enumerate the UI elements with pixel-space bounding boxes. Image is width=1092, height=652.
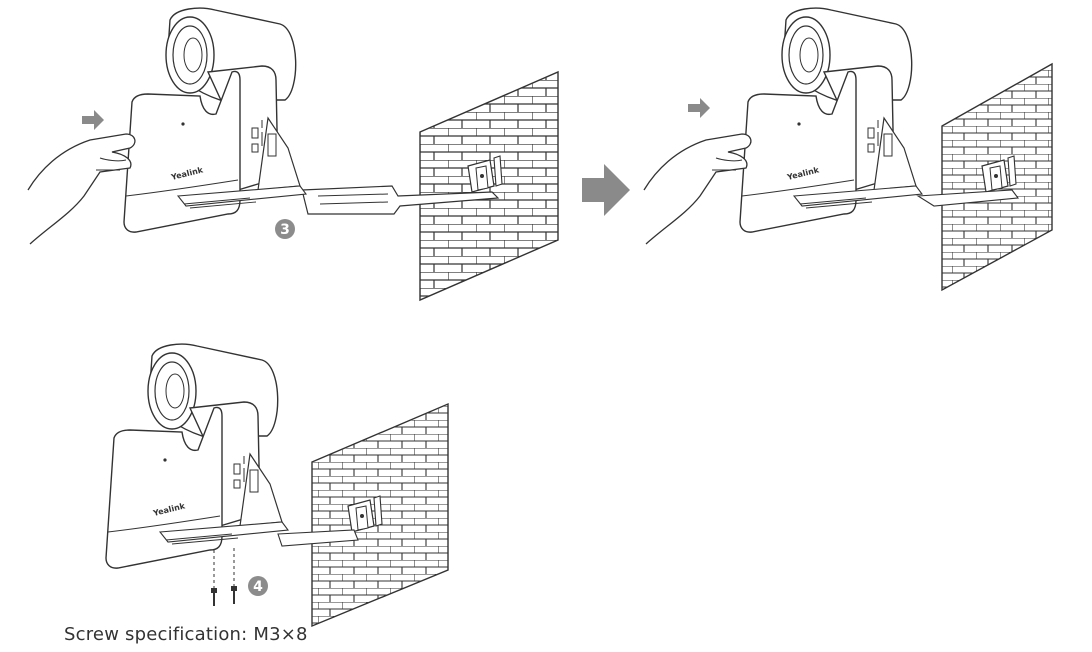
hand-icon <box>27 133 136 245</box>
next-step-arrow-icon <box>582 164 630 216</box>
push-arrow-icon <box>688 98 710 118</box>
camera-device <box>123 7 307 233</box>
camera-device <box>105 343 289 569</box>
step-number: 4 <box>253 579 263 595</box>
panel-step-3-result: Yealink <box>643 7 1053 292</box>
hand-icon <box>643 133 752 245</box>
screw-icon <box>211 588 217 606</box>
screw-spec-caption: Screw specification: M3×8 <box>64 624 308 645</box>
camera-device <box>739 7 923 233</box>
step-number: 3 <box>280 222 290 238</box>
step-badge-3: 3 <box>275 219 295 239</box>
step-badge-4: 4 <box>248 576 268 596</box>
panel-step-3: 3 Yealink <box>27 7 559 302</box>
screw-icon <box>231 586 237 604</box>
panel-step-4: 4 Yealink <box>105 343 449 628</box>
push-arrow-icon <box>82 110 104 130</box>
mounting-plate <box>301 185 500 215</box>
